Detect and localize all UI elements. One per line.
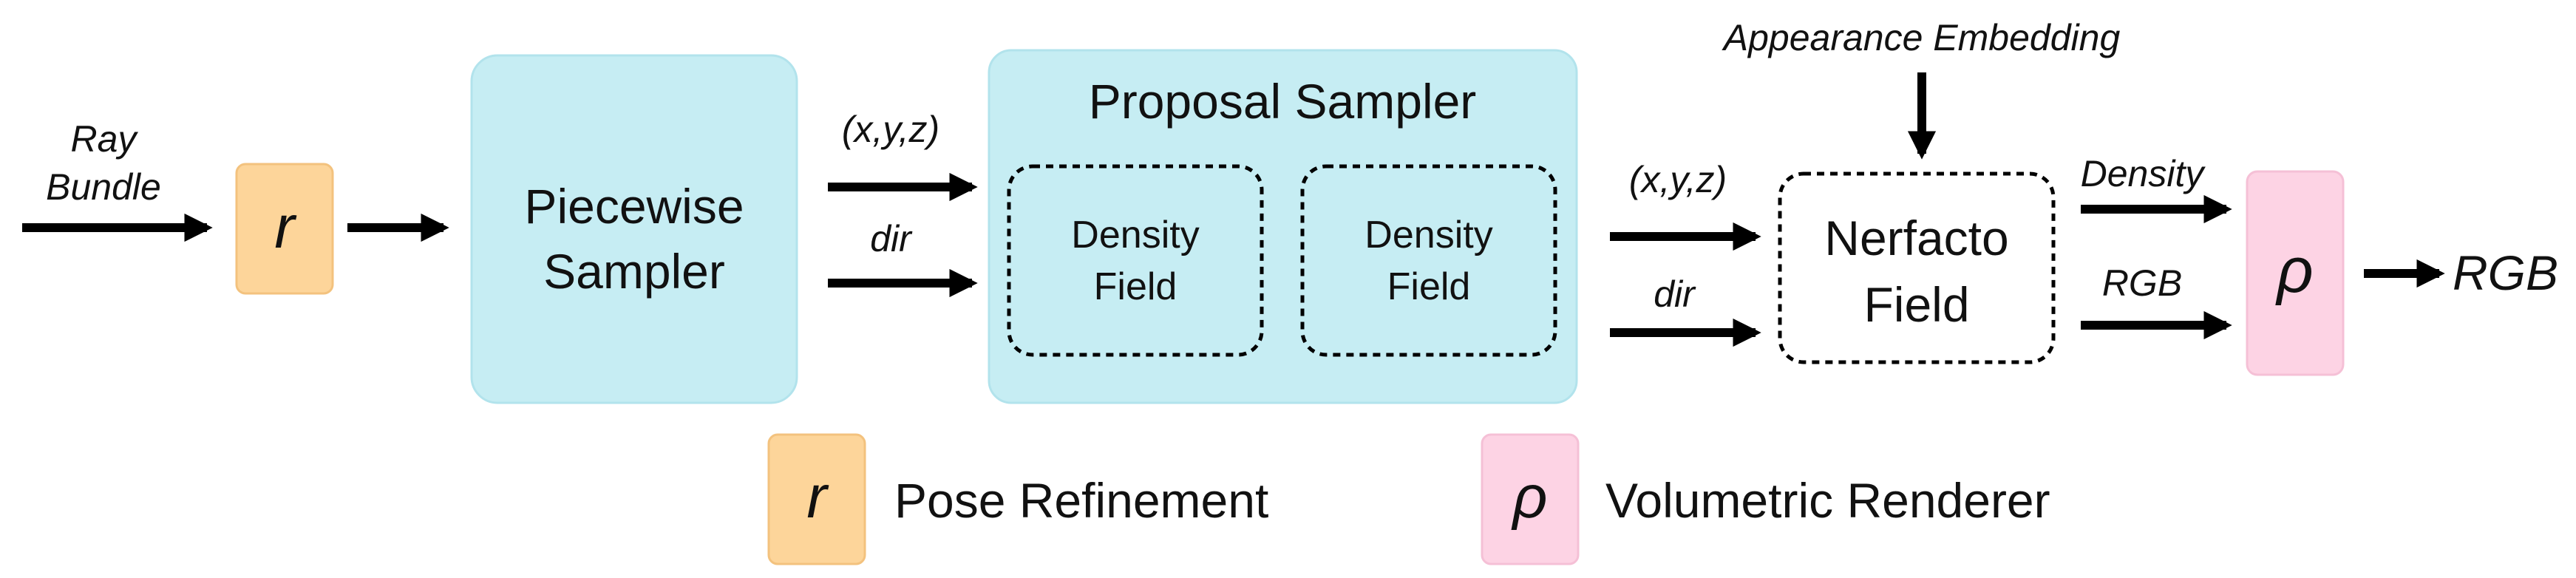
legend-pose-swatch bbox=[767, 433, 866, 565]
pose-refinement-box bbox=[235, 163, 334, 295]
nerfacto-field-box bbox=[1778, 171, 2056, 364]
renderer-symbol: ρ bbox=[2274, 235, 2313, 306]
appearance-embedding-label: Appearance Embedding bbox=[1722, 17, 2121, 58]
output-rgb-label: RGB bbox=[2453, 245, 2558, 300]
legend-renderer-symbol: ρ bbox=[1512, 463, 1548, 531]
density-label: Density bbox=[2081, 153, 2206, 194]
nerfacto-line2: Field bbox=[1863, 277, 1969, 332]
piecewise-sampler-box bbox=[470, 54, 798, 404]
legend-renderer-text: Volumetric Renderer bbox=[1605, 473, 2050, 528]
legend-pose-text: Pose Refinement bbox=[894, 473, 1268, 528]
volumetric-renderer-box bbox=[2246, 170, 2345, 376]
density-field-2-line2: Field bbox=[1387, 265, 1471, 308]
legend-renderer-swatch bbox=[1481, 433, 1580, 565]
proposal-sampler-title: Proposal Sampler bbox=[1089, 74, 1477, 129]
density-field-2-line1: Density bbox=[1365, 214, 1492, 256]
ray-label: Ray bbox=[71, 118, 139, 160]
piecewise-line2: Sampler bbox=[543, 244, 725, 299]
proposal-sampler-box bbox=[988, 49, 1578, 404]
density-field-1-box bbox=[1007, 164, 1264, 357]
density-field-2-box bbox=[1300, 164, 1557, 357]
dir-label-2: dir bbox=[1654, 273, 1696, 315]
nerfacto-line1: Nerfacto bbox=[1824, 211, 2008, 265]
xyz-label-1: (x,y,z) bbox=[842, 109, 939, 150]
legend: r Pose Refinement ρ Volumetric Renderer bbox=[767, 433, 2050, 565]
bundle-label: Bundle bbox=[46, 166, 161, 208]
legend-pose-symbol: r bbox=[806, 463, 829, 531]
piecewise-line1: Piecewise bbox=[524, 179, 744, 234]
rgb-label: RGB bbox=[2102, 262, 2182, 304]
density-field-1-line2: Field bbox=[1094, 265, 1177, 308]
pose-symbol: r bbox=[274, 194, 297, 261]
dir-label-1: dir bbox=[870, 218, 913, 259]
xyz-label-2: (x,y,z) bbox=[1629, 159, 1727, 200]
density-field-1-line1: Density bbox=[1071, 214, 1199, 256]
